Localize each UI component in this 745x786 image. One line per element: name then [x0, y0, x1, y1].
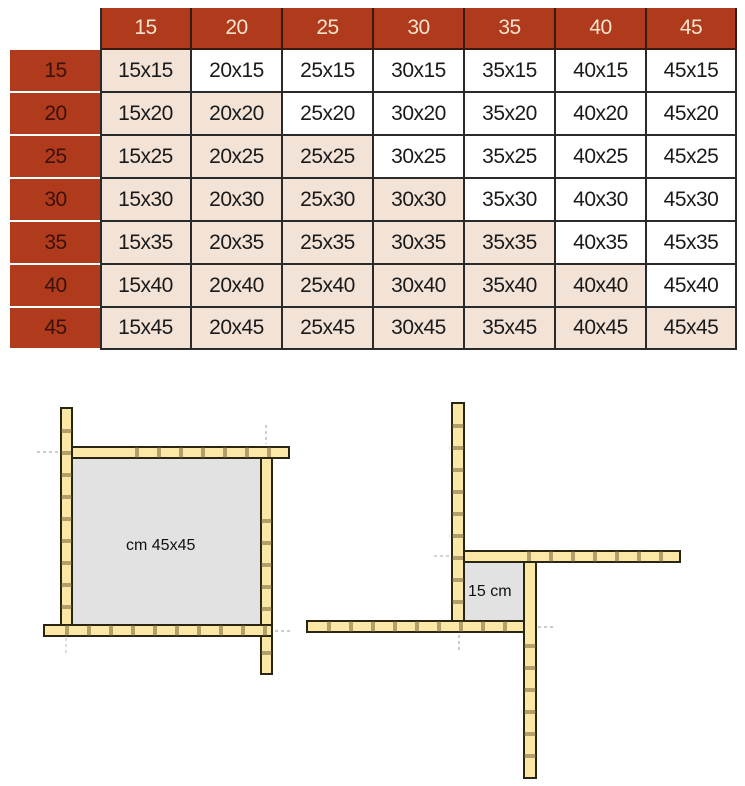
column-header-0: 15 — [101, 8, 192, 50]
table-cell: 20x35 — [192, 222, 283, 265]
column-header-4: 35 — [465, 8, 556, 50]
table-cell: 25x20 — [283, 93, 374, 136]
column-header-1: 20 — [192, 8, 283, 50]
table-cell: 15x45 — [101, 308, 192, 350]
right-diagram-label: 15 cm — [468, 583, 512, 600]
table-cell: 40x30 — [556, 179, 647, 222]
table-cell: 30x40 — [374, 265, 465, 308]
row-header-0: 15 — [10, 50, 101, 93]
table-cell: 45x15 — [647, 50, 737, 93]
table-cell: 40x35 — [556, 222, 647, 265]
table-cell: 25x15 — [283, 50, 374, 93]
left-bottom-bar — [43, 624, 273, 637]
table-cell: 20x40 — [192, 265, 283, 308]
table-cell: 40x25 — [556, 136, 647, 179]
column-header-3: 30 — [374, 8, 465, 50]
table-cell: 25x35 — [283, 222, 374, 265]
table-cell: 15x35 — [101, 222, 192, 265]
table-cell: 35x45 — [465, 308, 556, 350]
right-vertical-bar — [451, 402, 465, 631]
left-diagram-label: cm 45x45 — [126, 537, 196, 554]
table-cell: 30x45 — [374, 308, 465, 350]
table-cell: 30x20 — [374, 93, 465, 136]
table-cell: 35x25 — [465, 136, 556, 179]
column-header-5: 40 — [556, 8, 647, 50]
right-inner-vertical-bar — [523, 561, 537, 779]
row-header-6: 45 — [10, 308, 101, 350]
table-cell: 35x40 — [465, 265, 556, 308]
table-cell: 15x40 — [101, 265, 192, 308]
table-cell: 30x30 — [374, 179, 465, 222]
table-cell: 20x30 — [192, 179, 283, 222]
row-header-5: 40 — [10, 265, 101, 308]
table-cell: 45x45 — [647, 308, 737, 350]
table-cell: 40x45 — [556, 308, 647, 350]
table-cell: 20x15 — [192, 50, 283, 93]
table-cell: 25x30 — [283, 179, 374, 222]
table-cell: 45x35 — [647, 222, 737, 265]
table-cell: 15x25 — [101, 136, 192, 179]
row-header-2: 25 — [10, 136, 101, 179]
table-cell: 25x40 — [283, 265, 374, 308]
table-cell: 20x20 — [192, 93, 283, 136]
row-header-4: 35 — [10, 222, 101, 265]
table-cell: 40x15 — [556, 50, 647, 93]
right-panel-area — [464, 562, 524, 621]
table-cell: 35x35 — [465, 222, 556, 265]
table-cell: 40x20 — [556, 93, 647, 136]
table-cell: 15x20 — [101, 93, 192, 136]
row-header-1: 20 — [10, 93, 101, 136]
table-left-border — [100, 8, 102, 350]
left-panel-area — [72, 458, 261, 625]
table-cell: 20x25 — [192, 136, 283, 179]
table-cell: 45x20 — [647, 93, 737, 136]
table-cell: 45x25 — [647, 136, 737, 179]
table-cell: 15x30 — [101, 179, 192, 222]
column-header-2: 25 — [283, 8, 374, 50]
table-cell: 35x30 — [465, 179, 556, 222]
table-cell: 30x35 — [374, 222, 465, 265]
table-cell: 40x40 — [556, 265, 647, 308]
table-cell: 25x45 — [283, 308, 374, 350]
table-cell: 30x25 — [374, 136, 465, 179]
table-cell: 20x45 — [192, 308, 283, 350]
table-cell: 15x15 — [101, 50, 192, 93]
row-header-3: 30 — [10, 179, 101, 222]
table-cell: 45x40 — [647, 265, 737, 308]
table-cell: 35x15 — [465, 50, 556, 93]
table-cell: 35x20 — [465, 93, 556, 136]
column-header-6: 45 — [647, 8, 737, 50]
table-cell: 30x15 — [374, 50, 465, 93]
table-cell: 25x25 — [283, 136, 374, 179]
table-cell: 45x30 — [647, 179, 737, 222]
